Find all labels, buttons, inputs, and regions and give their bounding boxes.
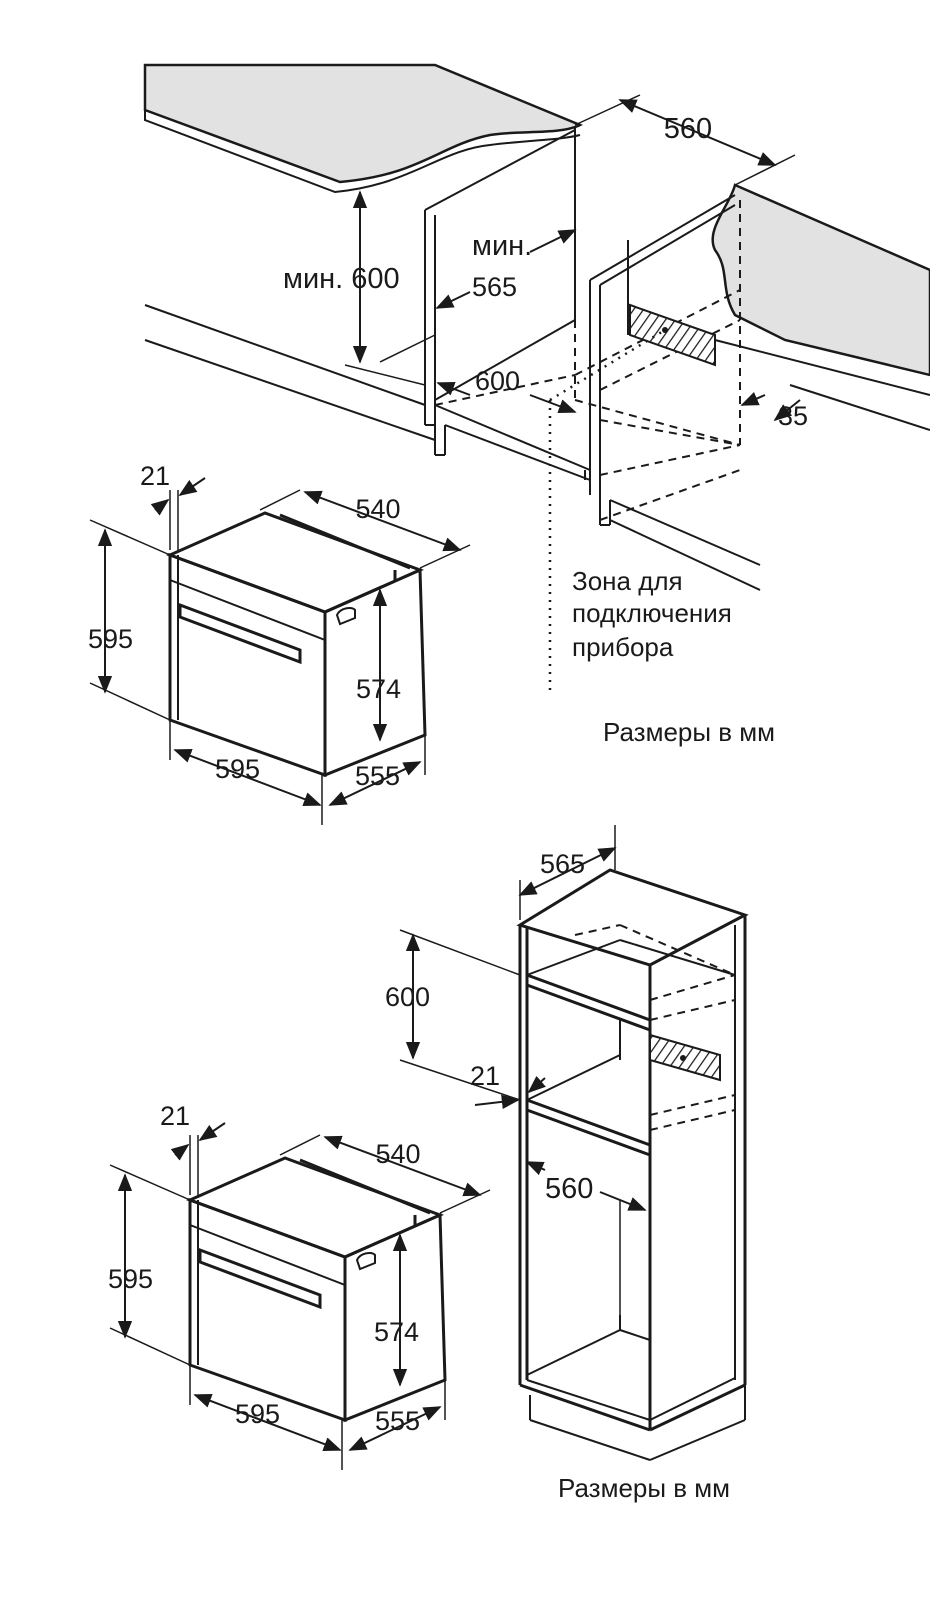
oven-top-dim-595-width: 595 bbox=[215, 754, 260, 784]
oven-bottom: 21 540 595 574 595 555 bbox=[108, 1101, 491, 1470]
dim-min-depth-565: 565 bbox=[472, 272, 517, 302]
countertop-right bbox=[711, 183, 930, 377]
oven-top-dim-574: 574 bbox=[356, 674, 401, 704]
oven-bottom-handle bbox=[198, 1247, 322, 1310]
undercounter-installation: 560 мин. 600 мин. 565 600 35 Зона для по… bbox=[143, 63, 930, 690]
column-dim-21: 21 bbox=[470, 1061, 500, 1091]
oven-top-dim-540: 540 bbox=[355, 494, 400, 524]
dim-depth-600: 600 bbox=[475, 366, 520, 396]
oven-side bbox=[323, 567, 427, 778]
oven-top: 21 540 595 574 595 555 bbox=[88, 461, 471, 825]
column-dim-600: 600 bbox=[385, 982, 430, 1012]
connection-zone-label-3: прибора bbox=[572, 632, 674, 662]
oven-bottom-dim-595-width: 595 bbox=[235, 1399, 280, 1429]
oven-bottom-dim-21: 21 bbox=[160, 1101, 190, 1131]
column-dim-560: 560 bbox=[545, 1173, 593, 1205]
column-top bbox=[516, 868, 749, 967]
dim-min-depth-label: мин. bbox=[472, 230, 532, 262]
dim-cabinet-width-560: 560 bbox=[664, 113, 712, 145]
oven-bottom-top-face bbox=[186, 1156, 444, 1259]
oven-bottom-dim-595-height: 595 bbox=[108, 1264, 153, 1294]
oven-top-dim-555: 555 bbox=[355, 761, 400, 791]
dim-min-height-600: мин. 600 bbox=[283, 263, 400, 295]
countertop-left-edge bbox=[144, 110, 581, 194]
connection-zone-hatch bbox=[629, 303, 716, 367]
oven-bottom-dim-540: 540 bbox=[375, 1139, 420, 1169]
top-units-note: Размеры в мм bbox=[603, 717, 775, 747]
tall-column-installation: 565 600 21 560 bbox=[385, 825, 749, 1461]
oven-top-face bbox=[166, 511, 424, 614]
oven-handle bbox=[178, 602, 302, 665]
oven-bottom-dim-555: 555 bbox=[375, 1406, 420, 1436]
floor-line-left bbox=[144, 304, 426, 406]
bottom-units-note: Размеры в мм bbox=[558, 1473, 730, 1503]
oven-top-dim-21: 21 bbox=[140, 461, 170, 491]
column-dim-565: 565 bbox=[540, 849, 585, 879]
oven-bottom-dim-574: 574 bbox=[374, 1317, 419, 1347]
connection-zone-label-1: Зона для bbox=[572, 566, 683, 596]
oven-top-dim-595-height: 595 bbox=[88, 624, 133, 654]
dim-gap-35: 35 bbox=[778, 401, 808, 431]
connection-zone-label-2: подключения bbox=[572, 598, 732, 628]
countertop-left bbox=[143, 63, 584, 184]
